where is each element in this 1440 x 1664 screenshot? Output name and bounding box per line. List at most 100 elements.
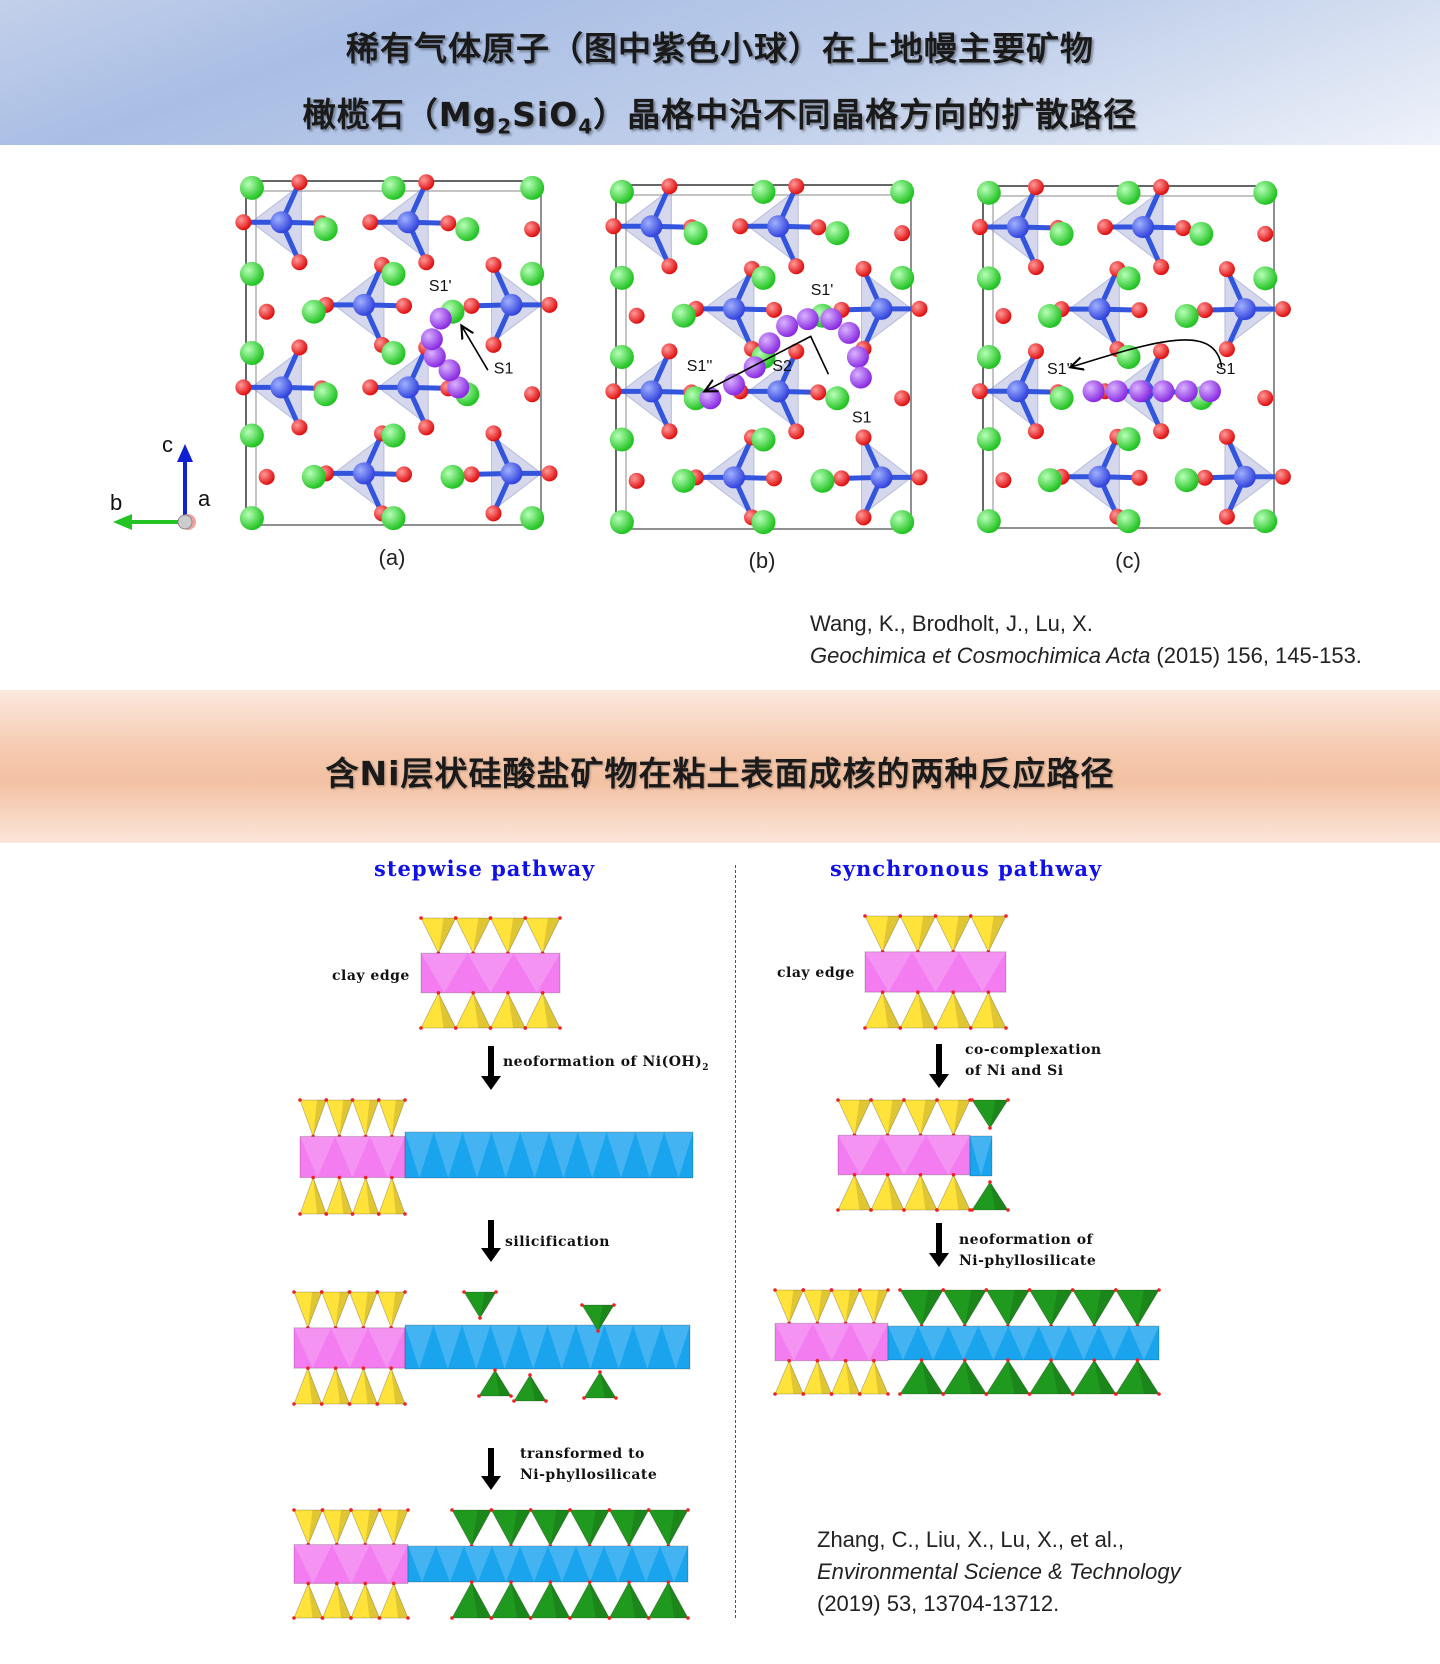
si-tetrahedron-green-bottom-shade	[629, 1582, 649, 1618]
oxygen-dot	[540, 991, 545, 995]
ni-octahedral-layer-facet	[433, 1325, 462, 1369]
ni-octahedral-layer-facet	[664, 1132, 693, 1178]
oxygen-atom	[766, 301, 782, 318]
oxygen-atom	[995, 472, 1012, 489]
mg-atom	[609, 345, 634, 369]
al-octahedral-layer-facet	[959, 951, 1006, 993]
oxygen-atom	[291, 174, 308, 191]
si-tetrahedron-green-top-shade	[921, 1290, 944, 1326]
panel-label-b: (b)	[748, 548, 776, 573]
silicon-atom	[1006, 216, 1029, 239]
si-tetrahedron-green-top-shade	[471, 1510, 492, 1546]
si-tetrahedron-top	[376, 1291, 406, 1329]
silicon-atom	[1132, 216, 1155, 239]
site-label: S1	[852, 409, 872, 426]
oxygen-dot	[292, 1616, 296, 1620]
si-tetrahedron-bottom	[455, 991, 492, 1029]
oxygen-dot	[375, 1290, 380, 1294]
oxygen-dot	[1157, 1288, 1161, 1292]
si-tetrahedron-green-top-shade	[964, 1290, 987, 1326]
silicon-atom	[640, 215, 663, 238]
al-octahedral-layer-facet	[467, 953, 514, 993]
si-tetrahedron-green	[463, 1291, 497, 1319]
al-octahedral-layer-facet	[335, 1136, 370, 1178]
ni-octahedral-layer-facet	[970, 1136, 992, 1176]
si-tetrahedron-top-shade	[391, 1292, 405, 1328]
si-tetrahedron-top-shade	[917, 916, 936, 952]
si-tetrahedron-top-shade	[507, 918, 526, 954]
oxygen-dot	[968, 914, 973, 918]
oxygen-dot	[869, 1208, 873, 1212]
si-tetrahedron-green-shade	[990, 1182, 1008, 1210]
al-octahedral-layer-facet	[300, 1136, 335, 1178]
si-tetrahedron-green-top	[899, 1289, 944, 1327]
ni-octahedral-layer-facet	[405, 1325, 434, 1369]
step-label-neoformation-nioh2: neoformation of Ni(OH)2	[503, 1054, 710, 1073]
oxygen-atom	[1131, 469, 1148, 486]
noble-gas-atom	[1105, 380, 1128, 403]
oxygen-dot	[984, 1288, 989, 1292]
si-tetrahedron-green-bottom	[529, 1581, 571, 1619]
synchronous-ni-phyllosilicate	[773, 1288, 1161, 1396]
mg-atom	[381, 506, 406, 531]
mg-atom	[976, 509, 1001, 534]
citation-source: Geochimica et Cosmochimica Acta (2015) 1…	[810, 643, 1362, 668]
mg-atom	[1116, 180, 1141, 205]
si-tetrahedron-bottom-shade	[335, 1368, 350, 1404]
oxygen-dot	[548, 1580, 553, 1584]
site-label: S1	[494, 361, 514, 378]
ni-octahedral-layer-facet	[577, 1132, 607, 1178]
si-tetrahedron-green-bottom-shade	[550, 1582, 570, 1618]
oxygen-dot	[558, 916, 562, 920]
oxygen-dot	[509, 1580, 513, 1584]
ni-octahedral-layer	[404, 1131, 694, 1179]
si-tetrahedron-bottom	[378, 1176, 406, 1215]
oxygen-dot	[376, 1212, 381, 1216]
si-tetrahedron-bottom-shade	[988, 992, 1006, 1028]
oxygen-atom	[524, 386, 541, 403]
mg-atom	[239, 423, 264, 448]
oxygen-dot	[1027, 1392, 1032, 1396]
oxygen-dot	[886, 1392, 890, 1396]
si-tetrahedron-bottom	[903, 1173, 938, 1211]
oxygen-dot	[962, 1358, 967, 1362]
ni-octahedral-layer-facet	[548, 1546, 576, 1582]
si-tetrahedron-top-shade	[953, 1100, 970, 1136]
mg-atom	[609, 265, 634, 290]
oxygen-atom	[1196, 469, 1213, 486]
si-tetrahedron-top	[837, 1099, 872, 1137]
si-tetrahedron-green-bottom-shade	[471, 1582, 492, 1618]
oxygen-dot	[627, 1580, 631, 1584]
oxygen-dot	[872, 1358, 876, 1363]
si-tetrahedron-bottom-shade	[953, 1174, 970, 1210]
si-tetrahedron-bottom-shade	[336, 1583, 351, 1618]
oxygen-atom	[440, 215, 457, 232]
si-tetrahedron-green-bottom	[899, 1359, 944, 1395]
mg-atom	[1037, 468, 1062, 493]
si-tetrahedron-bottom-shade	[789, 1360, 804, 1394]
oxygen-dot	[1049, 1358, 1053, 1362]
axis-label-c: c	[162, 432, 173, 457]
oxygen-dot	[829, 1288, 834, 1292]
oxygen-atom	[235, 379, 252, 396]
oxygen-atom	[833, 470, 850, 487]
silicon-atom	[723, 466, 745, 489]
oxygen-dot	[292, 1402, 296, 1406]
si-tetrahedron-top	[293, 1291, 323, 1329]
mg-atom	[301, 299, 326, 324]
mg-atom	[671, 468, 696, 493]
noble-gas-atom	[438, 359, 461, 382]
si-tetrahedron-green-shade	[495, 1370, 511, 1396]
noble-gas-atom	[1129, 380, 1152, 403]
ni-octahedral-layer-facet	[632, 1546, 660, 1582]
oxygen-dot	[935, 1098, 939, 1102]
mg-atom	[239, 341, 264, 365]
si-tetrahedron-bottom	[376, 1367, 406, 1405]
oxygen-atom	[1027, 179, 1044, 196]
oxygen-atom	[463, 297, 480, 314]
oxygen-atom	[418, 174, 435, 191]
al-octahedral-layer	[864, 951, 1007, 993]
oxygen-atom	[291, 254, 308, 271]
site-label: S2	[772, 358, 792, 375]
